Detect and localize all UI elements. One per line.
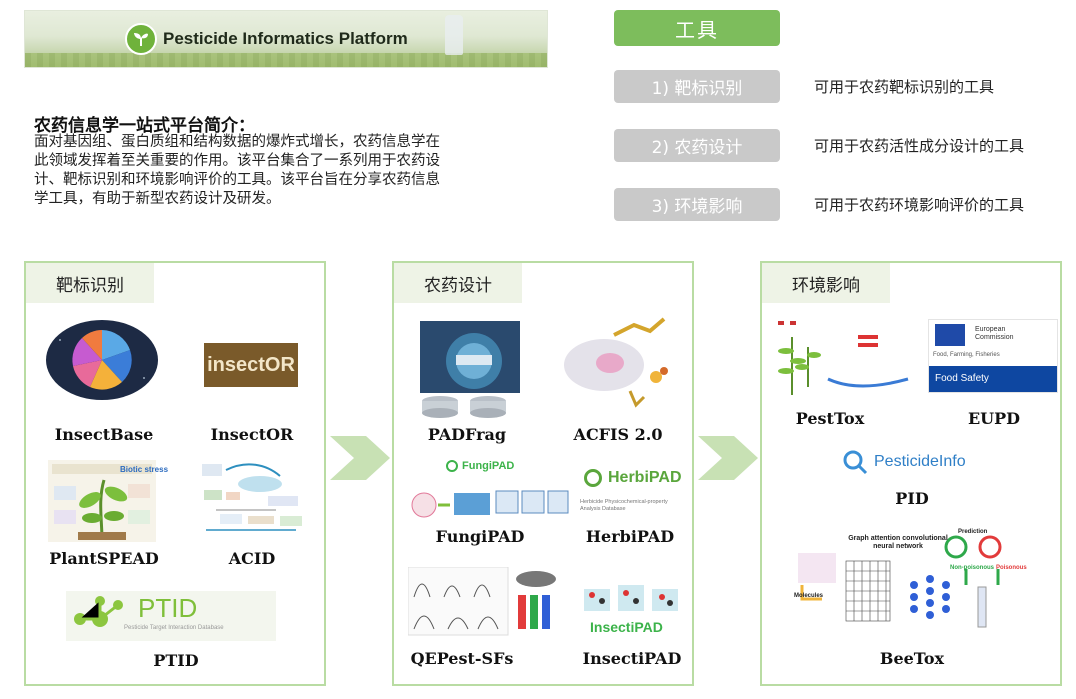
bottle-graphic [445,15,463,55]
herbipad-logo[interactable]: HerbiPAD [584,469,682,487]
sprout-icon [125,23,157,55]
ptid-logo-sub: Pesticide Target Interaction Database [124,625,224,631]
beetox-nonpoison: Non-poisonous [950,565,994,571]
insector-logo-text: insectOR [207,353,295,376]
panel-design-title: 农药设计 [394,263,522,303]
label-fungipad[interactable]: FungiPAD [435,527,525,546]
intro-line: 计、靶标识别和环境影响评价的工具。该平台旨在分享农药信息 [34,172,440,188]
label-pesttox[interactable]: PestTox [795,409,865,428]
molecule-icon [584,469,602,487]
herbipad-logo-sub: Herbicide Physicochemical-property Analy… [580,499,668,512]
insectipad-image[interactable] [580,571,684,617]
eupd-org: European Commission [975,326,1014,341]
acid-image[interactable] [196,460,308,542]
eupd-sub: Food, Farming, Fisheries [933,352,1000,358]
tool-pill-target[interactable]: 1) 靶标识别 [614,70,780,103]
magnifier-icon [843,450,868,475]
tool-desc-env: 可用于农药环境影响评价的工具 [814,196,1025,214]
fungipad-logo-text: FungiPAD [462,460,515,472]
label-insector[interactable]: InsectOR [210,425,294,444]
intro-line: 学工具，有助于新型农药设计及研发。 [34,191,281,207]
plantspead-image[interactable] [48,460,156,542]
beetox-image[interactable] [788,525,1038,635]
beetox-poison: Poisonous [996,565,1027,571]
chevron-right-icon [698,436,758,480]
label-insectbase[interactable]: InsectBase [54,425,154,444]
qepest-image[interactable] [408,567,568,637]
insectbase-image[interactable] [46,320,158,400]
eupd-band: Food Safety [929,366,1057,392]
tool-desc-design: 可用于农药活性成分设计的工具 [814,137,1025,155]
herbipad-logo-text: HerbiPAD [608,469,682,486]
panel-env-title: 环境影响 [762,263,890,303]
intro-line: 此领域发挥着至关重要的作用。该平台集合了一系列用于农药设 [34,153,440,169]
panel-design: 农药设计 PADFrag ACFIS 2.0 FungiPAD FungiPAD… [392,261,694,686]
fungipad-logo: FungiPAD [446,460,514,472]
panel-target-title: 靶标识别 [26,263,154,303]
label-acfis[interactable]: ACFIS 2.0 [573,425,663,444]
platform-title: Pesticide Informatics Platform [163,29,408,48]
panel-env: 环境影响 PestTox European Commission Food, F… [760,261,1062,686]
padfrag-image[interactable] [420,321,520,419]
panel-target: 靶标识别 InsectBase insectOR InsectOR Biotic… [24,261,326,686]
beetox-prediction: Prediction [958,529,988,535]
insector-image[interactable]: insectOR [204,343,298,387]
pid-logo-text: PesticideInfo [874,453,966,470]
tools-header: 工具 [614,10,780,46]
platform-banner: Pesticide Informatics Platform [24,10,548,68]
tool-desc-target: 可用于农药靶标识别的工具 [814,78,995,96]
pesttox-image[interactable] [768,317,916,399]
ptid-image[interactable] [66,591,276,641]
intro-title: 农药信息学一站式平台简介： [34,116,255,136]
tool-pill-design[interactable]: 2) 农药设计 [614,129,780,162]
label-herbipad[interactable]: HerbiPAD [585,527,675,546]
label-beetox[interactable]: BeeTox [879,649,945,668]
label-acid[interactable]: ACID [228,549,276,568]
label-padfrag[interactable]: PADFrag [427,425,507,444]
intro-body: 面对基因组、蛋白质组和结构数据的爆炸式增长，农药信息学在 此领域发挥着至关重要的… [34,133,539,209]
molecule-icon [446,460,458,472]
label-plantspead[interactable]: PlantSPEAD [49,549,159,568]
chevron-right-icon [330,436,390,480]
acfis-image[interactable] [554,305,674,415]
plantspead-caption: Biotic stress [120,465,169,474]
label-pid[interactable]: PID [895,489,929,508]
intro-line: 面对基因组、蛋白质组和结构数据的爆炸式增长，农药信息学在 [34,134,440,150]
beetox-molecules: Molecules [794,593,824,599]
ptid-logo-text: PTID [138,593,198,623]
label-insectipad[interactable]: InsectiPAD [582,649,682,668]
label-eupd[interactable]: EUPD [967,409,1021,428]
insectipad-logo-text: InsectiPAD [590,619,663,635]
label-qepest[interactable]: QEPest-SFs [410,649,514,668]
eu-flag-icon [935,324,965,346]
tool-pill-env[interactable]: 3) 环境影响 [614,188,780,221]
label-ptid[interactable]: PTID [153,651,199,670]
beetox-gat: Graph attention convolutional neural net… [848,535,948,550]
fungipad-image[interactable] [410,479,570,529]
eupd-image[interactable]: European Commission Food, Farming, Fishe… [928,319,1058,393]
pid-logo[interactable]: PesticideInfo [842,449,966,475]
